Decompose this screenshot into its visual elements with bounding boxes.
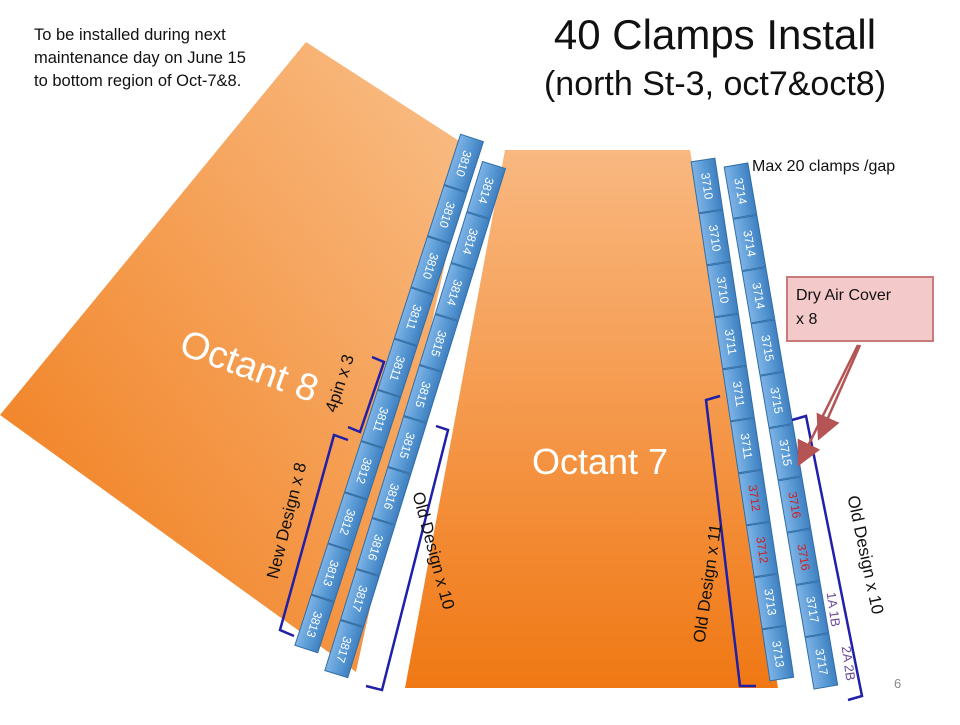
- clamp-cell-label: 3714: [749, 281, 767, 310]
- slide-title-sub: (north St-3, oct7&oct8): [543, 65, 887, 103]
- clamp-strips: 3810381038103811381138113812381238133813…: [294, 133, 839, 690]
- bracket-old-design-left: [365, 424, 450, 692]
- octant-7-shape: [405, 150, 778, 688]
- clamp-cell-label: 3716: [794, 543, 812, 572]
- bracket-new-design: [278, 433, 349, 638]
- clamp-cell: [786, 528, 821, 586]
- clamp-cell-label: 3714: [731, 177, 749, 206]
- callout-line-2: x 8: [796, 311, 818, 328]
- clamp-cell: [737, 469, 771, 526]
- side-label-1a-1b: 1A 1B: [824, 591, 844, 627]
- clamp-cell: [714, 313, 747, 370]
- clamp-cell: [804, 633, 839, 690]
- clamp-cell-label: 3713: [761, 588, 779, 617]
- clamp-cell: [427, 184, 468, 244]
- clamp-cell-label: 3717: [812, 648, 830, 677]
- clamp-cell-label: 3711: [722, 328, 740, 356]
- max-clamps-note: Max 20 clamps /gap: [752, 158, 896, 175]
- clamp-cell: [377, 338, 418, 398]
- clamp-cell: [690, 157, 724, 214]
- arrow-to-bracket-right: [816, 344, 862, 441]
- clamp-cell: [768, 423, 803, 481]
- clamp-cell: [393, 287, 435, 347]
- clamp-cell: [294, 594, 335, 654]
- bracket-old-design-right: [791, 414, 864, 702]
- clamp-cell: [732, 214, 767, 272]
- clamp-cell-label: 3715: [776, 438, 794, 467]
- clamp-cell: [371, 466, 412, 526]
- arrow-to-3715: [797, 344, 860, 467]
- clamp-cell: [777, 476, 812, 533]
- clamp-cell: [761, 625, 795, 682]
- clamp-cell: [723, 162, 758, 219]
- clamp-cell: [360, 389, 402, 449]
- side-label-2a-2b: 2A 2B: [839, 645, 859, 681]
- dry-air-cover-callout: Dry Air Cover x 8: [786, 276, 934, 342]
- clamp-cell-label: 3710: [706, 224, 724, 253]
- clamp-cell: [741, 266, 776, 324]
- label-old-design-right: Old Design x 10: [844, 494, 888, 616]
- clamp-cell: [450, 211, 491, 271]
- clamp-cell-label: 3713: [769, 640, 787, 669]
- install-note-line-2: maintenance day on June 15: [34, 49, 246, 67]
- clamp-cell: [698, 209, 732, 266]
- bracket-4pin: [347, 355, 386, 434]
- clamp-cell: [410, 236, 451, 295]
- clamp-cell: [324, 619, 364, 679]
- install-note-line-1: To be installed during next: [34, 26, 226, 44]
- clamp-cell: [344, 440, 385, 500]
- clamp-cell: [795, 580, 830, 638]
- clamp-cell-label: 3715: [767, 386, 785, 415]
- clamp-cell: [340, 568, 380, 628]
- clamp-cell: [745, 521, 779, 578]
- clamp-cell-label: 3712: [753, 536, 771, 565]
- clamp-cell: [466, 160, 507, 220]
- bracket-old-design-mid: [704, 394, 756, 688]
- clamp-cell: [327, 492, 368, 551]
- clamp-cell: [310, 543, 352, 603]
- clamp-cell-label: 3716: [785, 491, 803, 520]
- install-note: To be installed during next maintenance …: [34, 24, 334, 93]
- clamp-cell: [355, 517, 396, 577]
- clamp-cell-label: 3714: [740, 229, 758, 258]
- clamp-cell-label: 3710: [714, 276, 732, 305]
- clamp-cell: [443, 133, 485, 193]
- clamp-cell: [750, 319, 785, 376]
- clamp-cell-label: 3717: [803, 595, 821, 624]
- octant-7-label: Octant 7: [532, 441, 668, 482]
- strip-3714: 3714 3714 3714 3715 3715 3715 3716 3716 3717 3717: [723, 162, 839, 690]
- page-number: 6: [894, 676, 902, 691]
- clamp-cell: [434, 262, 475, 322]
- clamp-cell: [403, 364, 443, 424]
- clamp-cell: [706, 261, 739, 318]
- slide-title-main: 40 Clamps Install: [553, 11, 877, 58]
- clamp-cell: [730, 417, 763, 474]
- clamp-cell-label: 3711: [738, 432, 756, 460]
- slide-title: 40 Clamps Install (north St-3, oct7&oct8…: [480, 8, 950, 106]
- strip-3710: 3710 3710 3710 3711 3711 3711 3712 3712 3713 3713: [690, 157, 795, 682]
- install-note-line-3: to bottom region of Oct-7&8.: [34, 72, 242, 90]
- clamp-cell: [419, 313, 459, 373]
- clamp-cell-label: 3711: [730, 380, 748, 408]
- clamp-cell-label: 3710: [698, 172, 716, 201]
- clamp-cell: [722, 365, 755, 422]
- clamp-cell-label: 3712: [745, 484, 763, 513]
- clamp-cell: [759, 371, 794, 429]
- callout-line-1: Dry Air Cover: [796, 287, 892, 304]
- clamp-cell: [753, 573, 787, 630]
- clamp-cell: [387, 415, 428, 475]
- clamp-cell-label: 3715: [758, 334, 776, 363]
